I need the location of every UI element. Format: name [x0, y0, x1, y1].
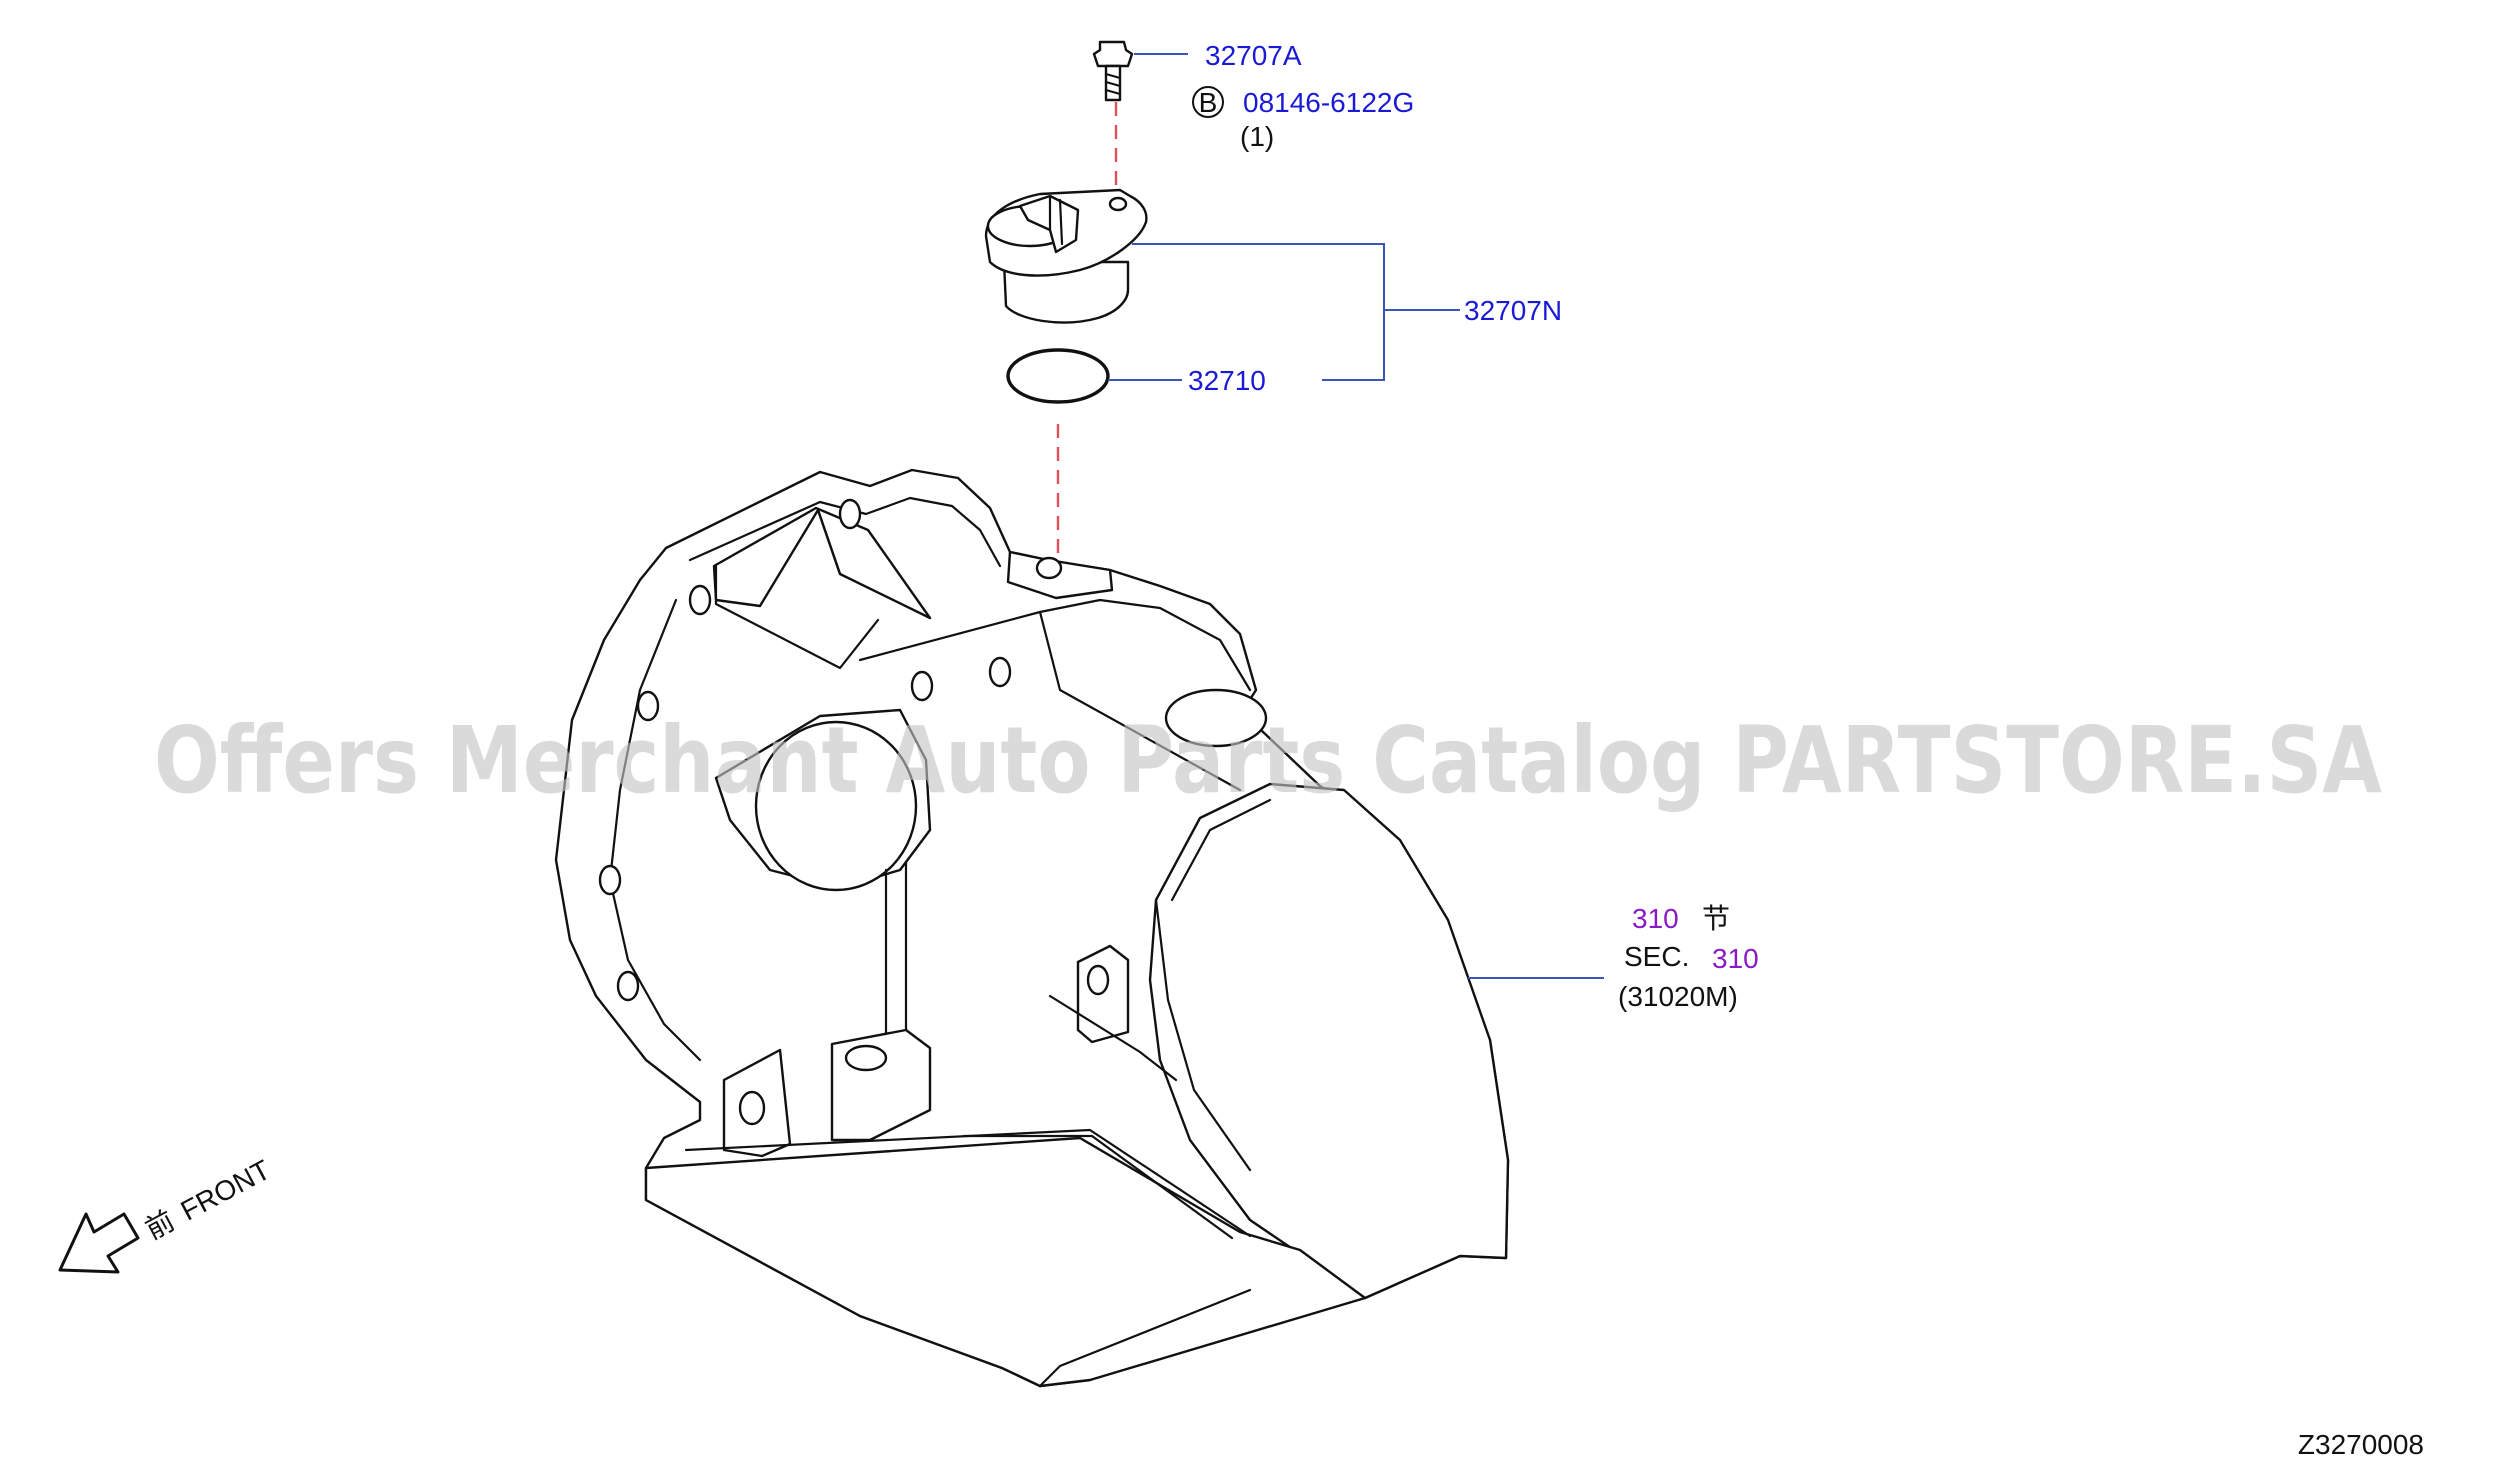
- part-number-32707a[interactable]: 32707A: [1205, 40, 1302, 71]
- watermark: Offers Merchant Auto Parts Catalog PARTS…: [154, 707, 2382, 814]
- part-number-08146-6122g[interactable]: 08146-6122G: [1243, 87, 1414, 118]
- spec-badge: B: [1192, 86, 1224, 118]
- part-number-32710[interactable]: 32710: [1188, 365, 1266, 396]
- section-ref-cjk: 节: [1702, 903, 1730, 934]
- diagram-id: Z3270008: [2298, 1429, 2424, 1460]
- transmission-housing[interactable]: [554, 468, 1510, 1388]
- bolt-32707a-icon[interactable]: [1092, 40, 1134, 102]
- part-number-32707n[interactable]: 32707N: [1464, 295, 1562, 326]
- section-label: SEC.: [1624, 941, 1689, 972]
- sensor-32707n-icon[interactable]: [984, 188, 1148, 324]
- section-ref-number[interactable]: 310: [1632, 903, 1679, 934]
- leader-lines: [1108, 53, 1604, 979]
- section-number-link[interactable]: 310: [1712, 943, 1759, 974]
- bolt-quantity: (1): [1240, 121, 1274, 152]
- o-ring-32710-icon[interactable]: [1006, 348, 1110, 404]
- spec-badge-letter: B: [1199, 87, 1218, 118]
- front-cjk-label: 前: [140, 1205, 179, 1246]
- front-indicator: 前 FRONT: [58, 1154, 276, 1274]
- arrow-down-left-icon: [58, 1212, 140, 1274]
- front-label: FRONT: [176, 1154, 276, 1227]
- section-sub-ref: (31020M): [1618, 981, 1738, 1012]
